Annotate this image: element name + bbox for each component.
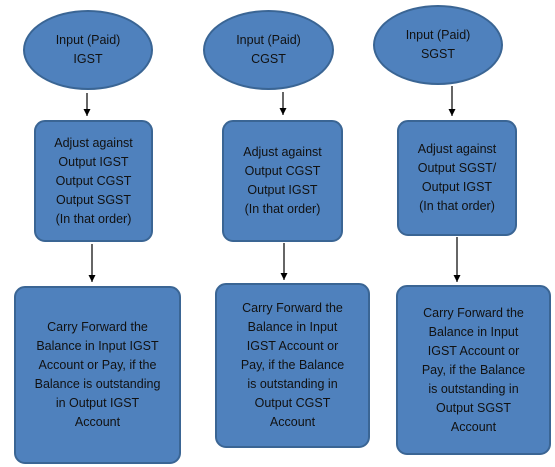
cgst-carry-node: Carry Forward the Balance in Input IGST …: [215, 283, 370, 448]
igst-source-node: Input (Paid) IGST: [23, 10, 153, 90]
sgst-adjust-node: Adjust against Output SGST/ Output IGST …: [397, 120, 517, 236]
igst-carry-node: Carry Forward the Balance in Input IGST …: [14, 286, 181, 464]
sgst-carry-node: Carry Forward the Balance in Input IGST …: [396, 285, 551, 455]
igst-adjust-node: Adjust against Output IGST Output CGST O…: [34, 120, 153, 242]
sgst-source-node: Input (Paid) SGST: [373, 5, 503, 85]
cgst-adjust-node: Adjust against Output CGST Output IGST (…: [222, 120, 343, 242]
cgst-source-node: Input (Paid) CGST: [203, 10, 334, 90]
